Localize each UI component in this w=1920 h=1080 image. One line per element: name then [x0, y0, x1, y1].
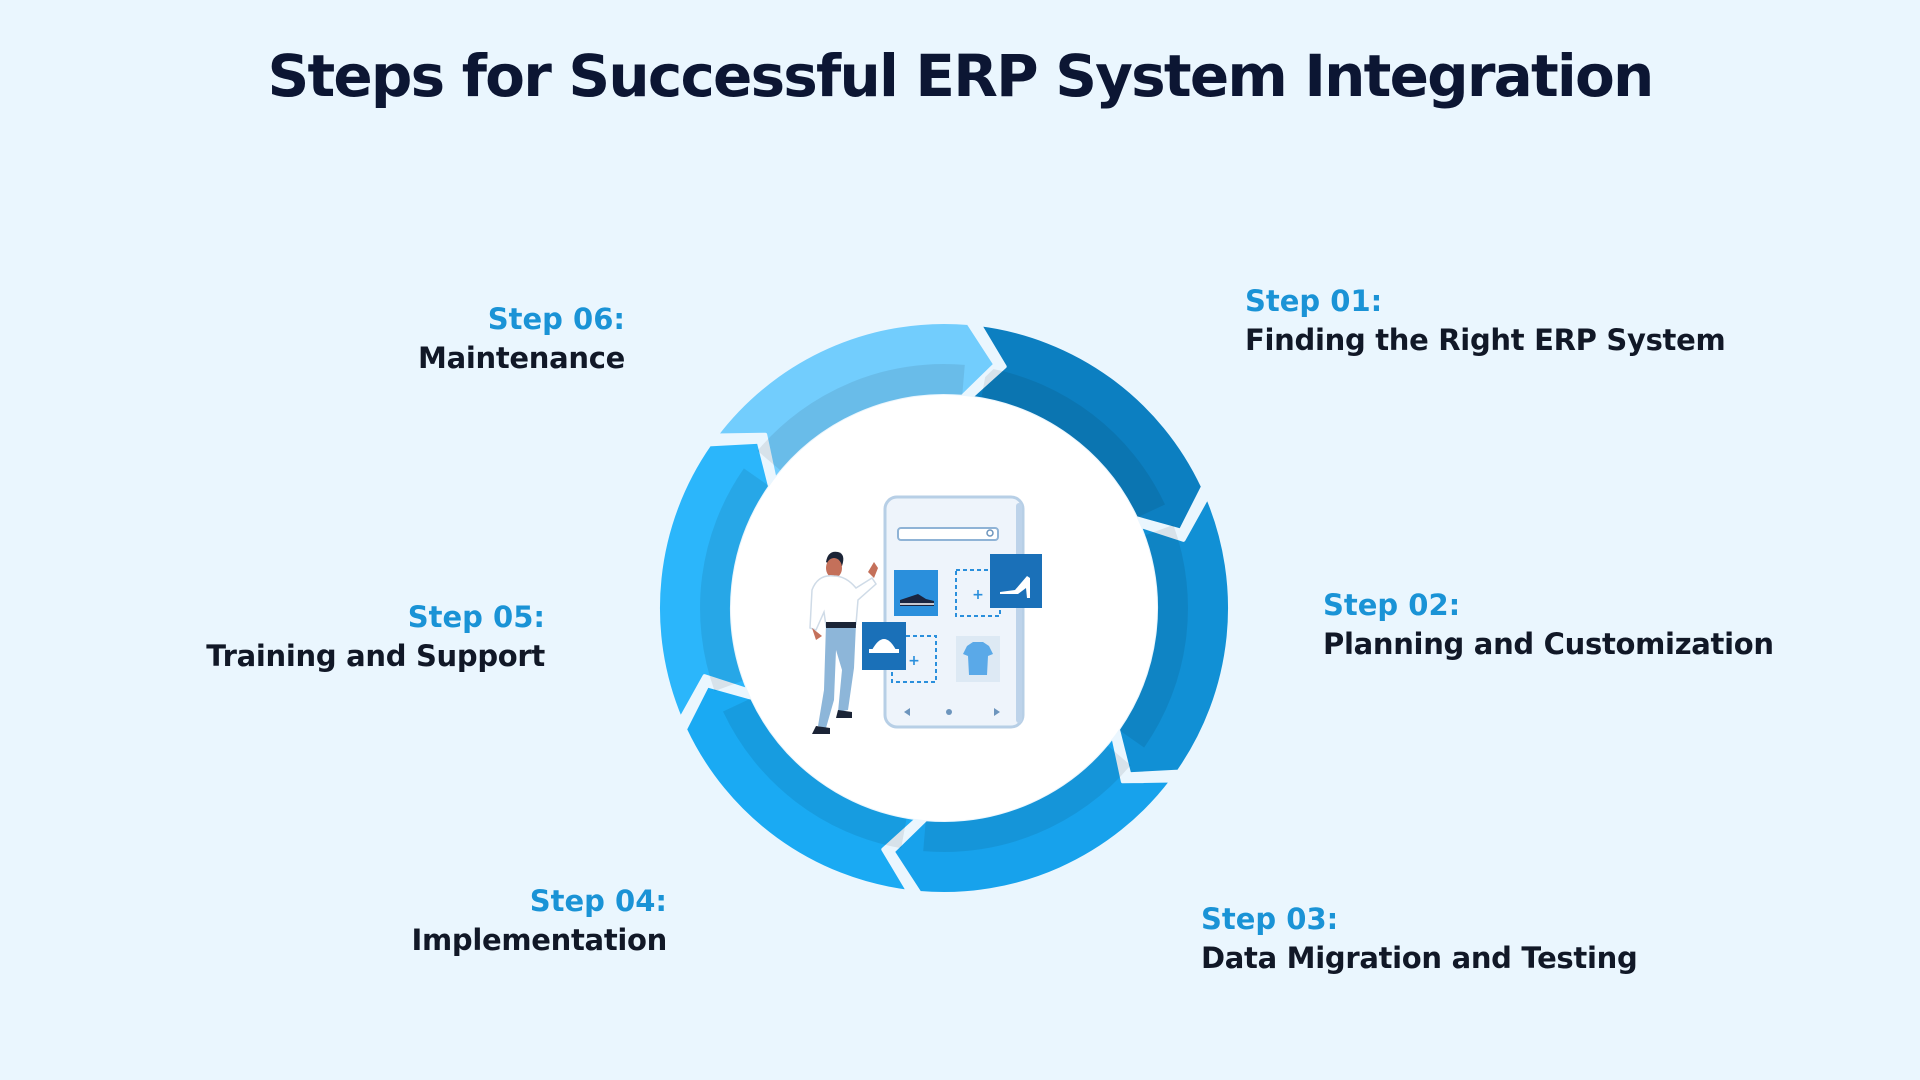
shirt-icon	[956, 636, 1000, 682]
cycle-segment-shade	[981, 367, 1165, 518]
center-illustration: + +	[809, 495, 1042, 734]
cycle-segment-shade	[1119, 524, 1188, 748]
person-icon	[809, 551, 878, 734]
cycle-segment-shade	[700, 468, 769, 692]
high-heel-icon	[990, 554, 1042, 608]
step-03: Step 03: Data Migration and Testing	[1201, 902, 1638, 976]
plus-icon: +	[972, 587, 984, 603]
step-05: Step 05: Training and Support	[206, 600, 545, 674]
nav-dots	[904, 708, 1000, 716]
step-label: Implementation	[411, 922, 667, 957]
step-01: Step 01: Finding the Right ERP System	[1245, 284, 1726, 358]
step-number: Step 03:	[1201, 902, 1339, 936]
hat-icon	[862, 622, 906, 670]
page-title: Steps for Successful ERP System Integrat…	[267, 42, 1654, 110]
step-number: Step 04:	[529, 884, 667, 918]
step-label: Maintenance	[418, 340, 625, 375]
cycle-ring	[656, 319, 1232, 897]
step-06: Step 06: Maintenance	[418, 302, 625, 376]
cycle-segment-shade	[757, 364, 965, 471]
step-04: Step 04: Implementation	[411, 884, 667, 958]
step-number: Step 05:	[407, 600, 545, 634]
step-label: Finding the Right ERP System	[1245, 322, 1726, 357]
step-number: Step 06:	[487, 302, 625, 336]
step-label: Training and Support	[206, 638, 545, 673]
step-label: Data Migration and Testing	[1201, 940, 1638, 975]
cycle-segment-shade	[723, 698, 907, 849]
step-label: Planning and Customization	[1323, 626, 1774, 661]
sneaker-icon	[894, 570, 938, 616]
search-bar-icon	[897, 527, 999, 541]
plus-icon-2: +	[908, 653, 920, 669]
step-02: Step 02: Planning and Customization	[1323, 588, 1774, 662]
cycle-segment-shade	[923, 745, 1131, 852]
step-number: Step 01:	[1245, 284, 1383, 318]
step-number: Step 02:	[1323, 588, 1461, 622]
